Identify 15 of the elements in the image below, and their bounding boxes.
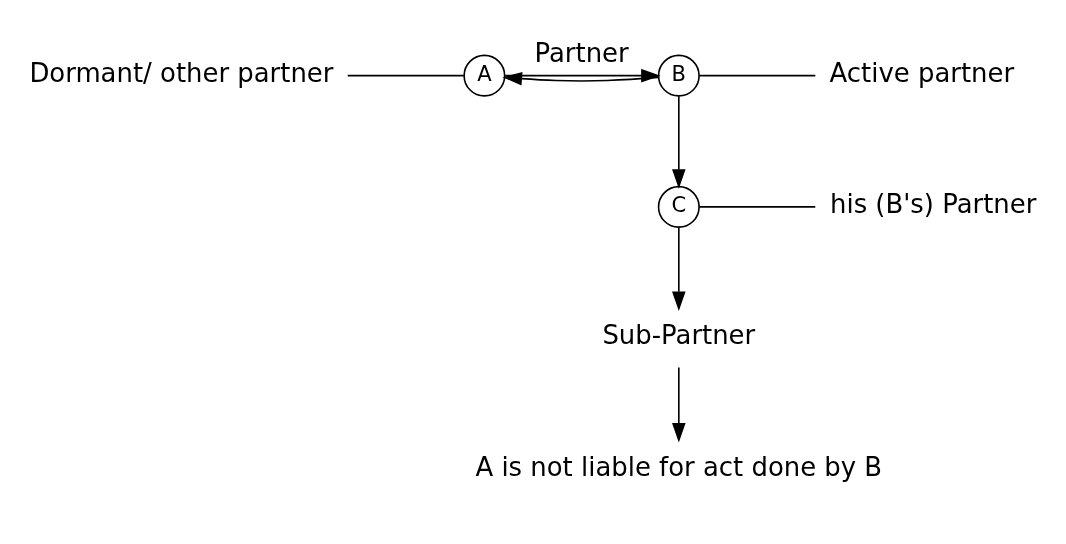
node-text: Active partner — [829, 57, 1015, 88]
node-text: Sub-Partner — [602, 319, 756, 350]
connector — [346, 74, 465, 76]
node-circle: A — [463, 54, 506, 97]
node-text: Dormant/ other partner — [29, 57, 334, 88]
node-text: his (B's) Partner — [830, 188, 1037, 219]
node-text: A is not liable for act done by B — [475, 451, 883, 482]
arrow — [672, 94, 686, 189]
arrow — [672, 226, 686, 311]
arrow — [672, 366, 686, 442]
node-circle: B — [657, 54, 700, 97]
node-circle: C — [657, 185, 700, 228]
connector — [698, 74, 817, 76]
edge-label: Partner — [534, 37, 629, 68]
connector — [698, 205, 817, 208]
